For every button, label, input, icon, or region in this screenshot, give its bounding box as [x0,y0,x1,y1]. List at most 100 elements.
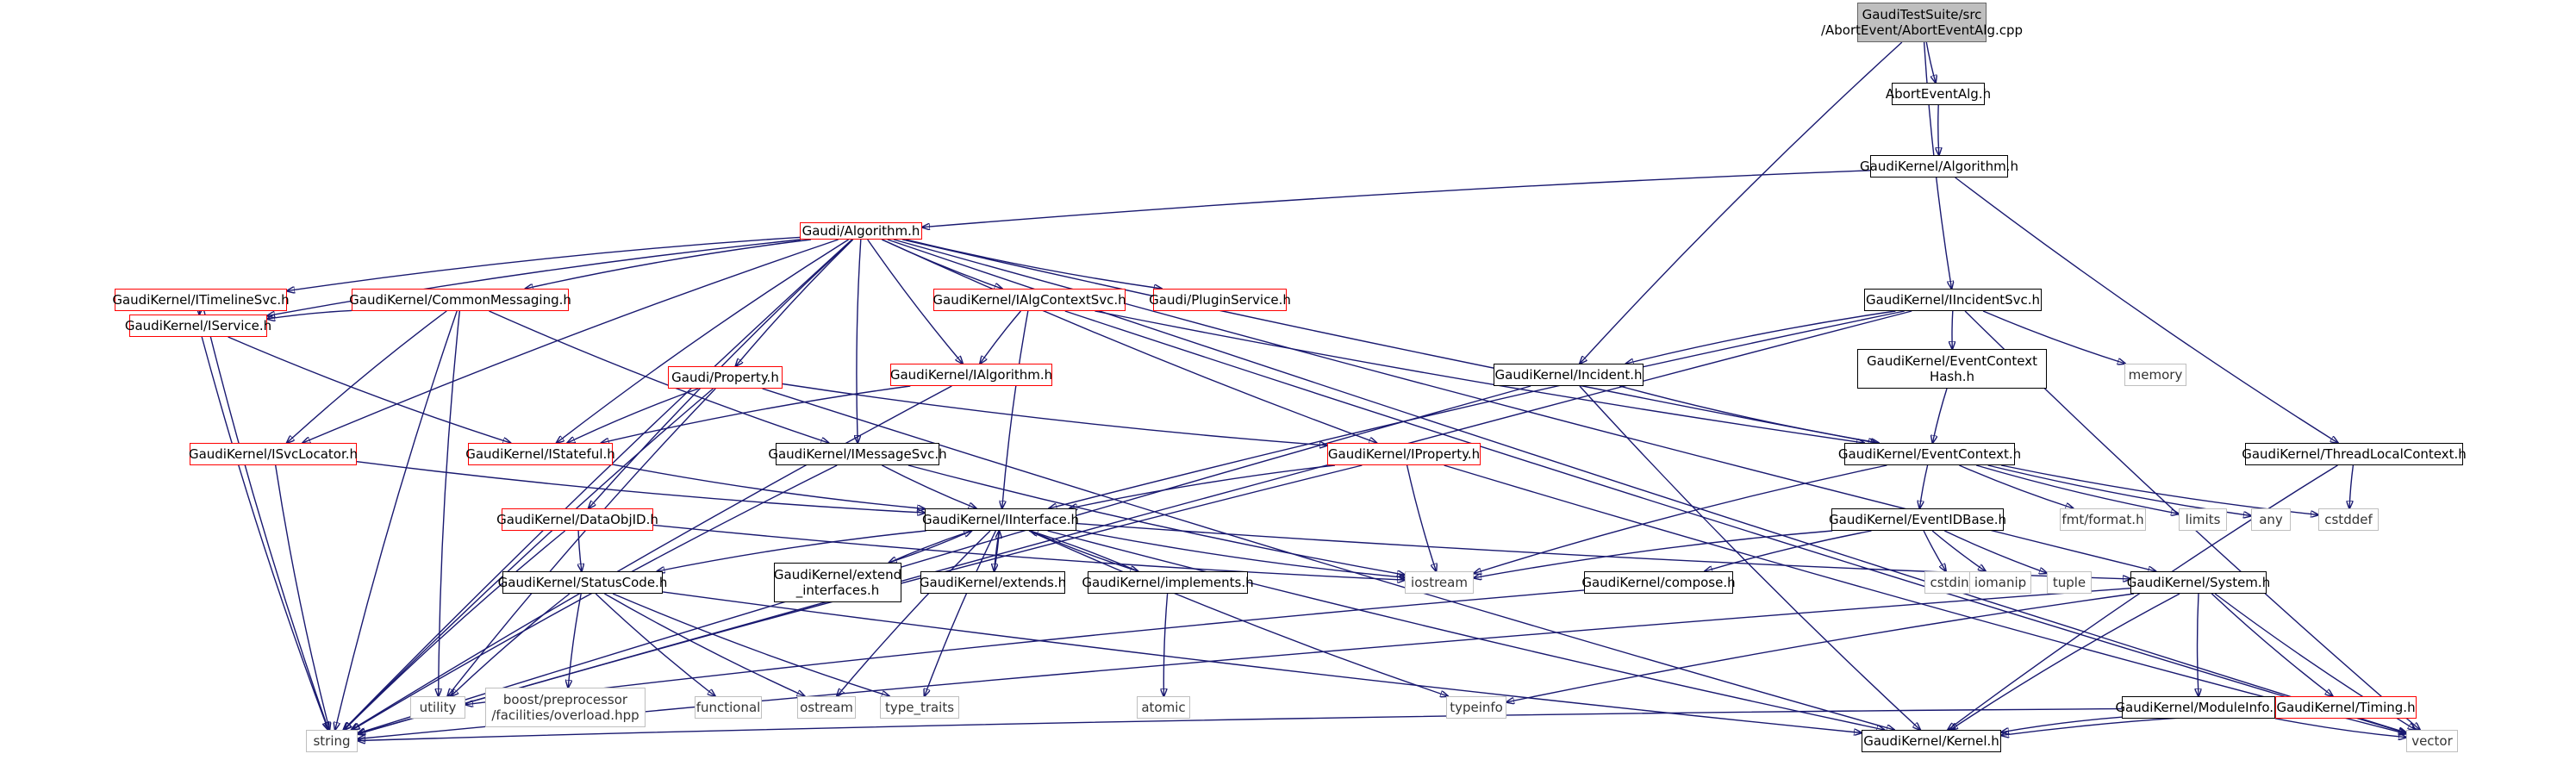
node-commsg[interactable]: GaudiKernel/CommonMessaging.h [352,289,569,311]
node-dataobjid[interactable]: GaudiKernel/DataObjID.h [502,508,653,531]
node-timeline[interactable]: GaudiKernel/ITimelineSvc.h [115,289,287,311]
edge-root-to-incident [1580,42,1902,364]
node-timing[interactable]: GaudiKernel/Timing.h [2275,696,2417,719]
node-root[interactable]: GaudiTestSuite/src /AbortEvent/AbortEven… [1857,3,1987,42]
edge-iinterface-to-implements [1031,531,1138,571]
node-plugin[interactable]: Gaudi/PluginService.h [1153,289,1287,311]
node-ialgorithm[interactable]: GaudiKernel/IAlgorithm.h [890,364,1052,386]
node-any: any [2251,508,2291,531]
edge-g_alg-to-timeline [287,237,800,290]
node-statuscode[interactable]: GaudiKernel/StatusCode.h [502,571,663,594]
edge-timeline-to-string [204,311,328,730]
node-iinterface[interactable]: GaudiKernel/IInterface.h [925,508,1076,531]
node-evidbase[interactable]: GaudiKernel/EventIDBase.h [1831,508,2004,531]
edge-iservice-to-istateful [228,337,511,443]
node-abortalg[interactable]: AbortEventAlg.h [1892,83,1985,105]
node-cstddef: cstddef [2318,508,2379,531]
edge-system-to-timing [2211,594,2332,696]
node-iproperty[interactable]: GaudiKernel/IProperty.h [1327,443,1481,465]
edge-evctx-to-iostream [1474,465,1887,574]
edge-root-to-abortalg [1926,42,1936,83]
edge-g_alg-to-imsgsvc [857,240,861,443]
edge-extends-to-iinterface [995,531,1000,571]
edge-evctxhash-to-evctx [1932,389,1947,443]
node-gk_alg[interactable]: GaudiKernel/Algorithm.h [1870,155,2008,178]
node-incident[interactable]: GaudiKernel/Incident.h [1494,364,1644,386]
edge-evctx-to-limits [1976,465,2179,514]
edge-system-to-moduleinfo [2198,594,2199,696]
edge-ialgorithm-to-istateful [602,386,911,443]
edge-ialgctx-to-evctx [1095,311,1864,443]
node-ialgctx[interactable]: GaudiKernel/IAlgContextSvc.h [933,289,1126,311]
edge-property-to-utility [447,389,715,696]
edge-property-to-string [344,389,713,730]
node-memory: memory [2124,364,2186,386]
edge-ialgctx-to-iinterface [1002,311,1028,508]
edge-system-to-typeinfo [1506,594,2134,702]
node-isvcloc[interactable]: GaudiKernel/ISvcLocator.h [190,443,357,465]
edge-property-to-istateful [567,389,698,443]
node-evctx[interactable]: GaudiKernel/EventContext.h [1844,443,2015,465]
node-extends[interactable]: GaudiKernel/extends.h [920,571,1065,594]
edge-imsgsvc-to-iinterface [882,465,976,508]
node-implements[interactable]: GaudiKernel/implements.h [1088,571,1248,594]
node-system[interactable]: GaudiKernel/System.h [2130,571,2267,594]
node-imsgsvc[interactable]: GaudiKernel/IMessageSvc.h [776,443,939,465]
edge-g_alg-to-property [736,240,853,366]
edge-ialgctx-to-ialgorithm [980,311,1020,364]
edge-incident-to-evctx [1619,386,1879,443]
edge-abortalg-to-gk_alg [1938,105,1939,155]
edge-istateful-to-iinterface [613,464,925,509]
node-typeinfo: typeinfo [1446,696,1506,719]
edge-evidbase-to-cstdint [1924,531,1946,571]
edge-iproperty-to-vector [1444,465,2406,734]
edge-commsg-to-isvcloc [287,311,446,443]
edge-implements-to-atomic [1163,594,1167,696]
node-tuple: tuple [2047,571,2092,594]
edge-statuscode-to-boostpp [568,594,581,688]
node-iincsvc[interactable]: GaudiKernel/IIncidentSvc.h [1864,289,2042,311]
node-iostream: iostream [1405,571,1474,594]
edge-tlc-to-cstddef [2349,465,2353,508]
node-moduleinfo[interactable]: GaudiKernel/ModuleInfo.h [2122,696,2275,719]
edge-isvcloc-to-string [276,465,330,730]
node-boostpp: boost/preprocessor /facilities/overload.… [485,688,646,727]
edge-statuscode-to-typetraits [613,594,889,696]
node-iservice[interactable]: GaudiKernel/IService.h [129,315,267,337]
node-property[interactable]: Gaudi/Property.h [668,366,783,389]
node-functional: functional [695,696,762,719]
edge-evctx-to-evidbase [1919,465,1927,508]
node-vector: vector [2406,730,2458,752]
node-istateful[interactable]: GaudiKernel/IStateful.h [468,443,613,465]
node-tlc[interactable]: GaudiKernel/ThreadLocalContext.h [2245,443,2463,465]
edge-gk_alg-to-g_alg [922,171,1870,227]
node-extendif[interactable]: GaudiKernel/extend _interfaces.h [774,563,901,602]
edge-implements-to-iinterface [1031,531,1138,571]
node-g_alg[interactable]: Gaudi/Algorithm.h [800,222,922,240]
node-typetraits: type_traits [880,696,959,719]
edge-statuscode-to-functional [596,594,715,696]
edge-moduleinfo-to-vector [2275,719,2406,738]
edge-g_alg-to-isvcloc [303,240,839,443]
edge-iincsvc-to-incident [1626,311,1896,364]
edge-iincsvc-to-evctxhash [1952,311,1953,349]
edge-g_alg-to-istateful [557,240,849,443]
edge-iinterface-to-ostream [837,531,990,696]
node-evctxhash[interactable]: GaudiKernel/EventContext Hash.h [1857,349,2047,389]
edge-incident-to-string [358,386,1531,733]
edge-iincsvc-to-iinterface [1049,311,1904,508]
edge-iproperty-to-iinterface [1070,465,1335,508]
edge-commsg-to-utility [439,311,460,696]
node-compose[interactable]: GaudiKernel/compose.h [1584,571,1733,594]
node-iomanip: iomanip [1969,571,2031,594]
node-limits: limits [2179,508,2227,531]
node-kernel[interactable]: GaudiKernel/Kernel.h [1862,730,2001,752]
node-ostream: ostream [797,696,856,719]
edge-g_alg-to-iproperty [882,240,1376,443]
edge-iinterface-to-typetraits [925,531,996,696]
node-utility: utility [410,696,465,719]
node-fmt: fmt/format.h [2060,508,2146,531]
node-atomic: atomic [1137,696,1190,719]
